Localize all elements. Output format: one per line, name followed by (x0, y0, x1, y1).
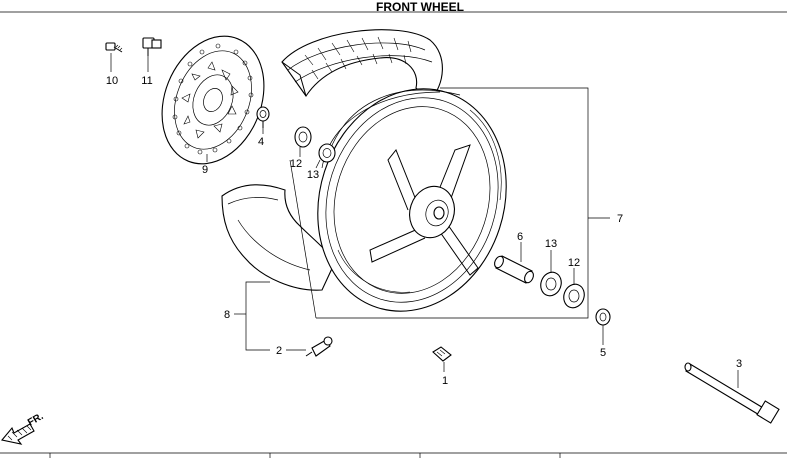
callout-8: 8 (224, 309, 230, 321)
callout-11: 11 (141, 75, 152, 87)
dust-seal-12-right[interactable] (560, 281, 587, 310)
callout-1: 1 (442, 375, 448, 387)
callout-9: 9 (202, 164, 208, 176)
callout-10: 10 (106, 75, 118, 87)
bearing-12-left[interactable] (294, 126, 312, 148)
front-axle-3[interactable] (684, 362, 780, 424)
side-collar-5[interactable] (595, 308, 611, 326)
distance-collar-6[interactable] (493, 255, 535, 284)
diagram-title: FRONT WHEEL (376, 0, 464, 14)
bearing-13-right[interactable] (537, 269, 564, 298)
collar-4[interactable] (256, 106, 270, 128)
tire-valve-2[interactable] (305, 336, 333, 357)
callout-12-right: 12 (568, 257, 580, 269)
callout-4: 4 (258, 136, 264, 148)
balance-weight-1[interactable] (432, 346, 452, 362)
callout-7: 7 (617, 213, 623, 225)
direction-label: FR. (26, 411, 46, 429)
callout-12-left: 12 (290, 158, 302, 170)
callout-3: 3 (736, 358, 742, 370)
dust-seal-13-left[interactable] (318, 143, 336, 163)
leader-lines (110, 53, 739, 388)
tire[interactable] (281, 29, 443, 101)
callout-2: 2 (276, 345, 282, 357)
callout-6: 6 (517, 231, 523, 243)
callout-13-right: 13 (545, 238, 557, 250)
callout-5: 5 (600, 347, 606, 359)
brake-disc[interactable] (144, 21, 282, 179)
front-direction-arrow: FR. (0, 411, 46, 445)
callout-13-left: 13 (307, 169, 319, 181)
bolt-11[interactable] (142, 37, 162, 56)
wheel-rim[interactable] (290, 64, 535, 336)
bolt-10[interactable] (105, 42, 123, 53)
